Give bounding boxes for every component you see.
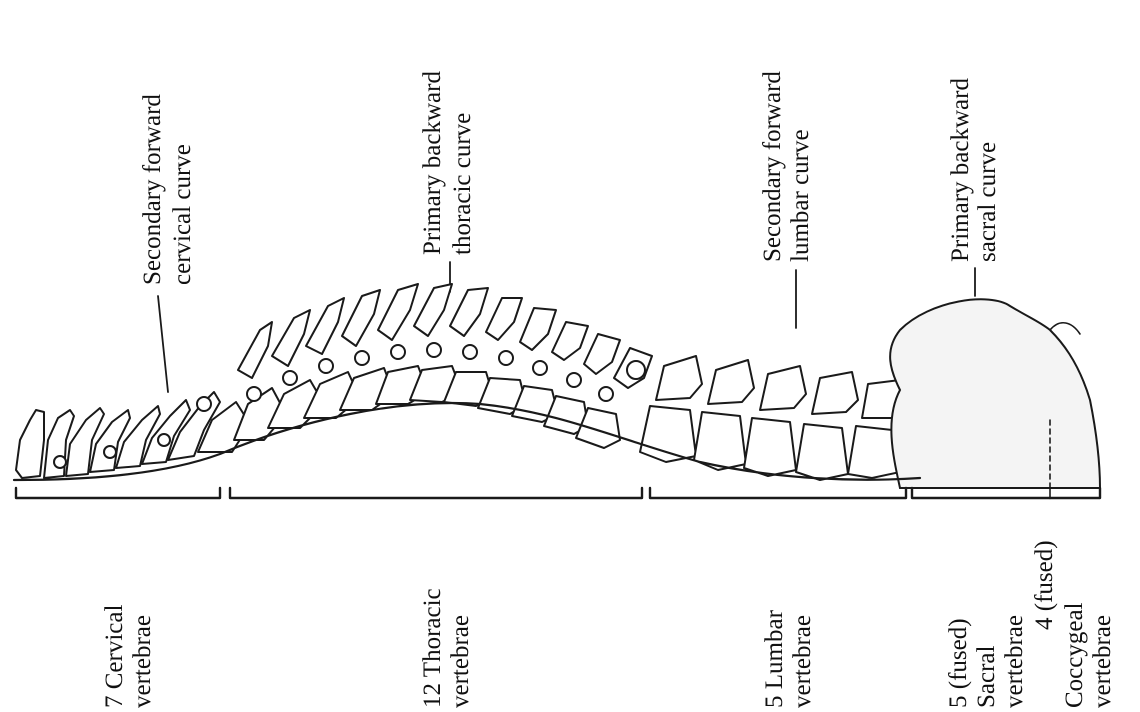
- region-brackets: [16, 488, 1100, 498]
- curve-label-sacral-line2: sacral curve: [974, 142, 1001, 262]
- region-label-sacral-line2: Sacral: [973, 645, 1000, 708]
- curve-label-cervical: Secondary forward cervical curve: [139, 94, 196, 285]
- region-label-cervical: 7 Cervical vertebrae: [101, 605, 156, 708]
- bracket-thoracic: [230, 488, 642, 498]
- region-label-lumbar-line2: vertebrae: [789, 615, 816, 708]
- region-label-cervical-line2: vertebrae: [129, 615, 156, 708]
- bracket-cervical: [16, 488, 220, 498]
- cervical-vertebrae-drawing: [16, 392, 220, 478]
- region-label-lumbar-line1: 5 Lumbar: [761, 609, 788, 708]
- region-label-cervical-line1: 7 Cervical: [101, 605, 128, 708]
- region-label-coccygeal-line2: Coccygeal: [1061, 602, 1088, 708]
- bracket-sacral: [912, 488, 1050, 498]
- region-label-coccygeal: 4 (fused) Coccygeal vertebrae: [1031, 540, 1116, 708]
- bracket-lumbar: [650, 488, 906, 498]
- curve-label-sacral: Primary backward sacral curve: [947, 78, 1001, 262]
- lumbar-vertebrae-drawing: [640, 356, 906, 480]
- region-label-coccygeal-line3: vertebrae: [1089, 615, 1116, 708]
- region-label-sacral-line3: vertebrae: [1001, 615, 1028, 708]
- sacrum-coccyx-drawing: [890, 299, 1100, 488]
- curve-label-thoracic: Primary backward thoracic curve: [419, 71, 476, 255]
- region-label-lumbar: 5 Lumbar vertebrae: [761, 609, 816, 708]
- curve-label-sacral-line1: Primary backward: [947, 78, 974, 262]
- region-label-sacral: 5 (fused) Sacral vertebrae: [945, 615, 1028, 708]
- curve-label-lumbar-line2: lumbar curve: [787, 129, 814, 262]
- curve-label-thoracic-line1: Primary backward: [419, 71, 446, 255]
- bracket-coccygeal: [1050, 488, 1100, 498]
- region-label-coccygeal-line1: 4 (fused): [1031, 540, 1058, 630]
- curve-label-cervical-line1: Secondary forward: [139, 94, 166, 285]
- region-label-thoracic-line2: vertebrae: [447, 615, 474, 708]
- curve-label-cervical-line2: cervical curve: [169, 144, 196, 285]
- curve-label-lumbar: Secondary forward lumbar curve: [759, 71, 814, 262]
- curve-label-thoracic-line2: thoracic curve: [449, 113, 476, 255]
- region-label-thoracic: 12 Thoracic vertebrae: [419, 588, 474, 708]
- vertebral-column-illustration: [14, 284, 1100, 488]
- curve-label-lumbar-line1: Secondary forward: [759, 71, 786, 262]
- region-label-sacral-line1: 5 (fused): [945, 618, 972, 708]
- region-label-thoracic-line1: 12 Thoracic: [419, 588, 446, 708]
- leader-line-cervical: [158, 296, 168, 392]
